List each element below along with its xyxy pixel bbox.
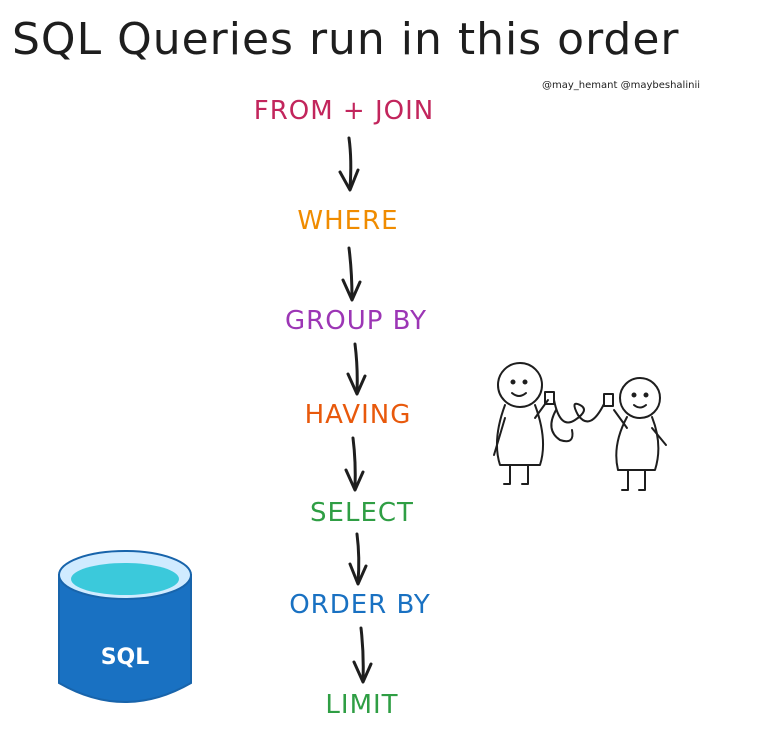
arrow-down-icon [341,246,362,302]
step-select: SELECT [310,498,414,528]
step-order-by: ORDER BY [289,590,431,620]
step-from-join: FROM + JOIN [253,96,435,126]
step-group-by: GROUP BY [285,306,427,336]
database-icon [58,550,192,703]
step-where: WHERE [297,206,399,236]
database-label: SQL [100,645,150,670]
arrow-down-icon [346,342,367,396]
arrow-down-icon [352,626,373,684]
arrow-down-icon [344,436,365,492]
author-credit: @may_hemant @maybeshalinii [542,80,700,91]
arrow-down-icon [348,532,368,586]
arrow-down-icon [338,136,360,192]
diagram-title: SQL Queries run in this order [12,14,680,65]
step-having: HAVING [304,400,412,430]
step-limit: LIMIT [325,690,399,720]
